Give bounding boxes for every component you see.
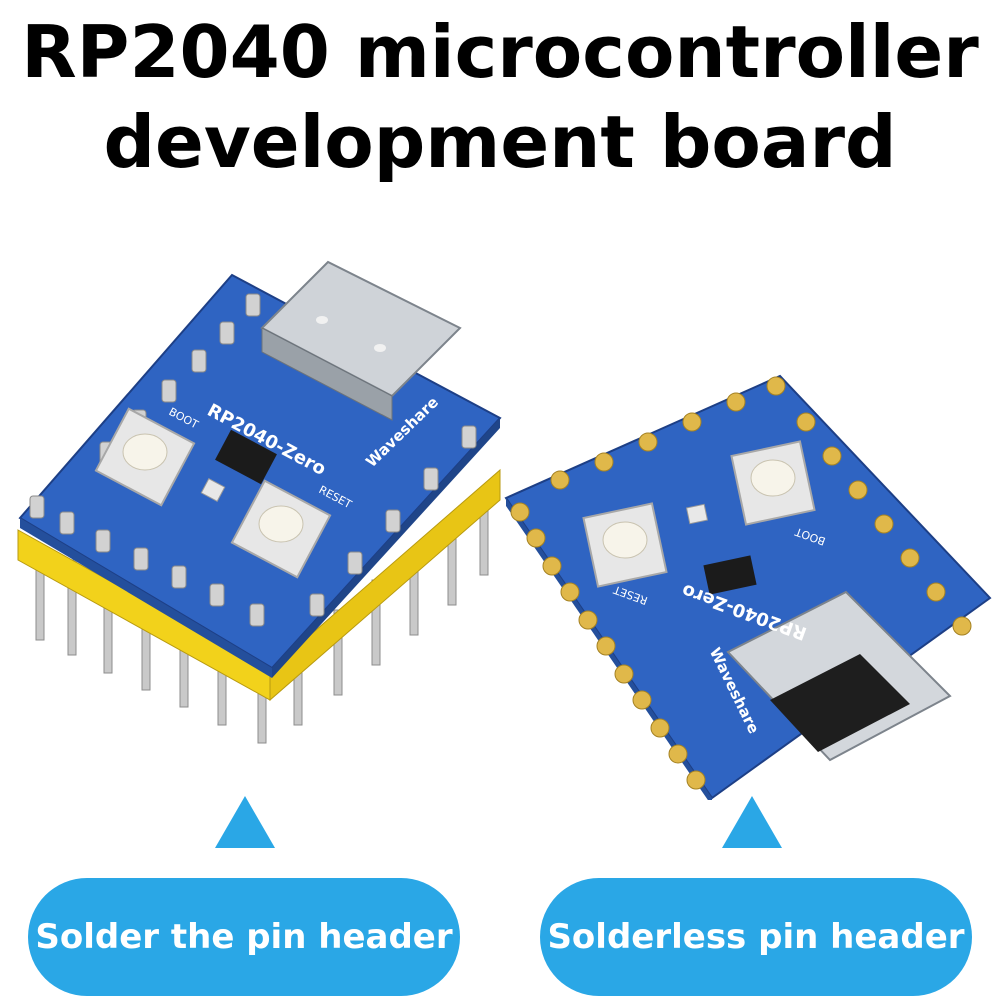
board-soldered: RP2040-Zero Waveshare BOOT RESET — [17, 260, 502, 744]
yellow-header-side — [269, 468, 501, 702]
rgb-led — [685, 503, 709, 525]
boot-button — [730, 440, 816, 526]
title-line-1: RP2040 microcontroller — [21, 10, 979, 94]
chip — [215, 429, 277, 485]
board-solderless: RP2040-Zero Waveshare BOOT RESET — [504, 374, 992, 800]
title-line-2: development board — [103, 100, 897, 184]
reset-button — [230, 479, 332, 579]
chip — [703, 555, 757, 595]
caption-soldered-text: Solder the pin header — [35, 917, 453, 957]
rgb-led — [200, 478, 226, 502]
reset-button — [582, 502, 668, 588]
caption-solderless: Solderless pin header — [540, 878, 972, 996]
arrow-up-icon — [215, 796, 275, 848]
caption-solderless-text: Solderless pin header — [547, 917, 965, 957]
boot-button — [94, 407, 196, 507]
arrow-up-icon — [722, 796, 782, 848]
product-photo: RP2040-Zero Waveshare BOOT RESET — [17, 260, 992, 800]
castellated-pads — [510, 376, 972, 790]
caption-soldered: Solder the pin header — [28, 878, 460, 996]
